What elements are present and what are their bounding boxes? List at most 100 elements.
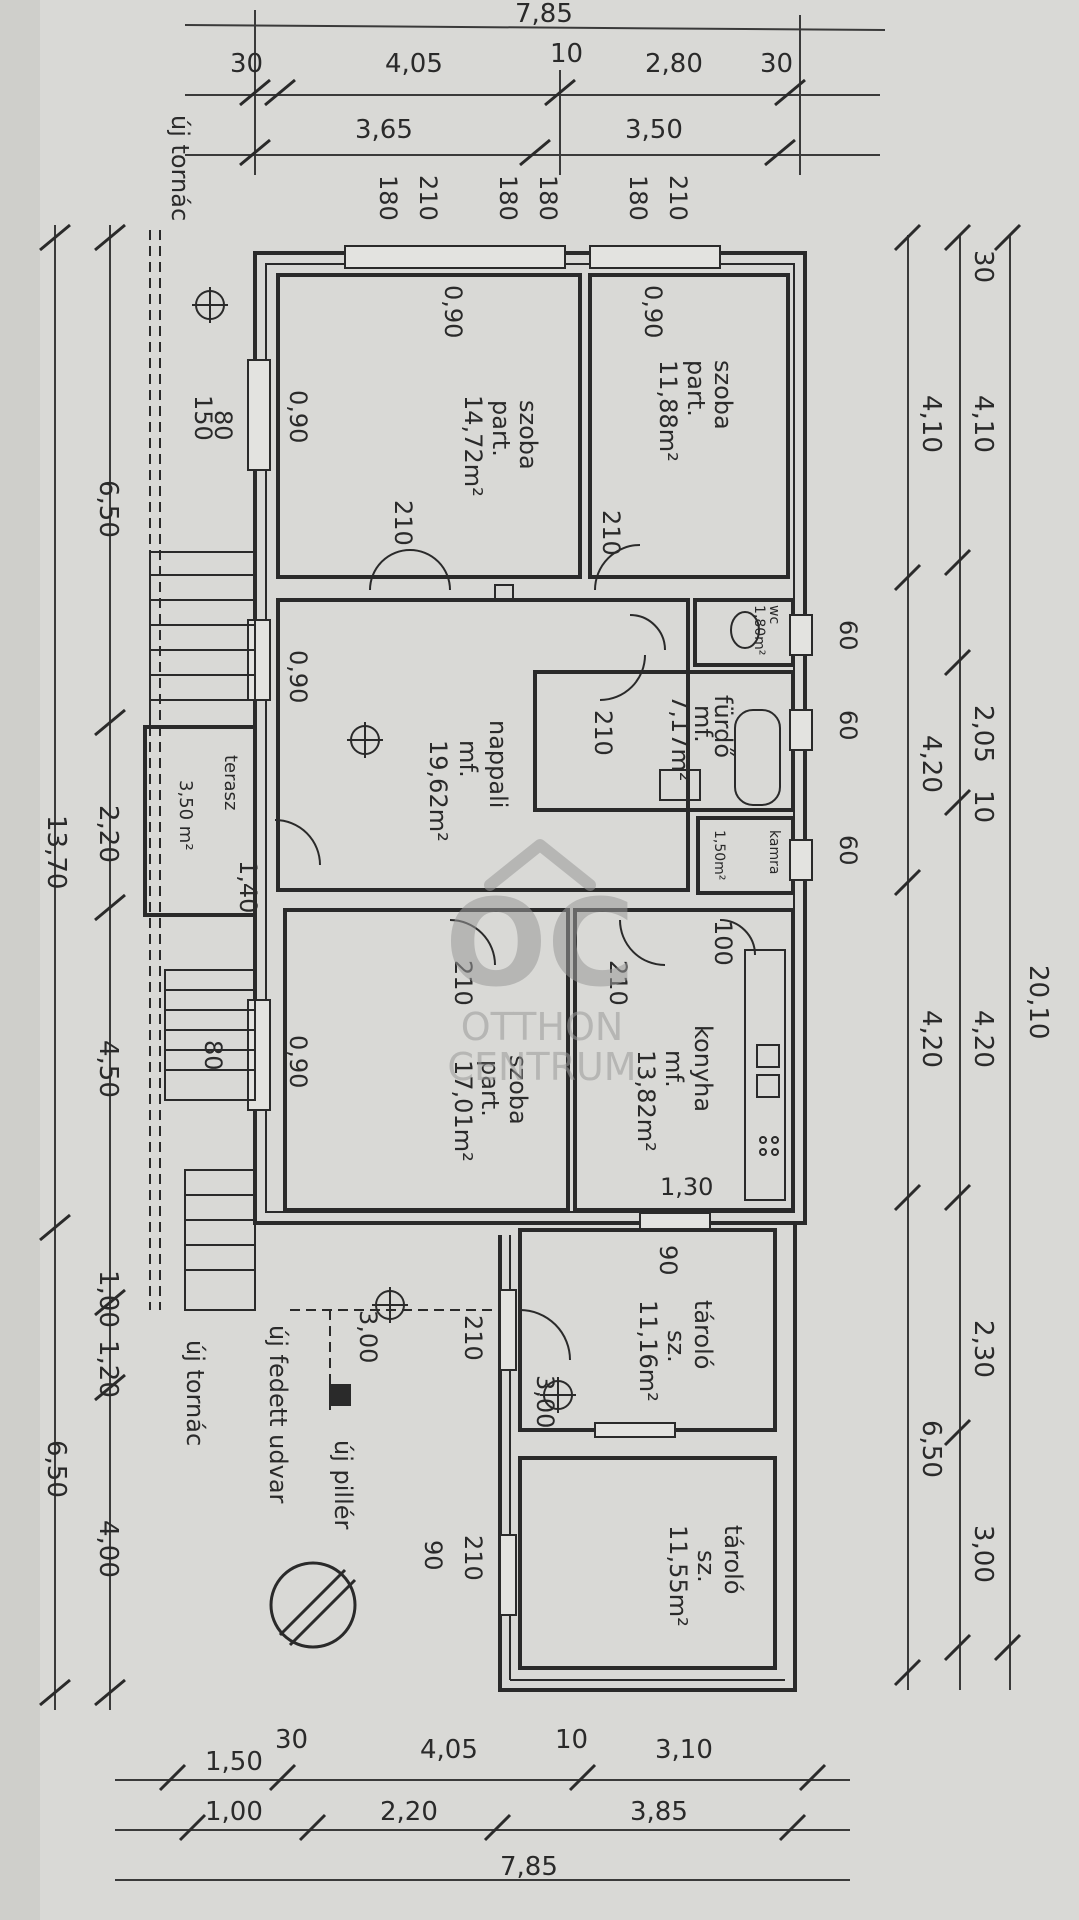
room-labels: szoba part. 14,72m² szoba part. 11,88m² … (175, 360, 782, 1627)
dim-bottom-e: 2,20 (380, 1797, 438, 1827)
room-r3-area: 19,62m² (424, 740, 452, 842)
room-r8-area: 17,01m² (449, 1060, 477, 1162)
dim-left-l2: 2,20 (93, 805, 123, 863)
watermark-line2: CENTRUM (447, 1045, 636, 1089)
dim-top-d4: 3,50 (625, 115, 683, 145)
dim-top-wall-left: 30 (230, 49, 263, 79)
dimension-labels-right: 20,10 4,10 4,10 2,05 4,20 4,20 4,20 2,30… (916, 250, 1053, 1583)
dim-bottom-a: 1,50 (205, 1747, 263, 1777)
dim-bottom-f: 3,85 (630, 1797, 688, 1827)
dim-bottom-b: 4,05 (420, 1735, 478, 1765)
room-r9-floor: mf. (660, 1050, 688, 1088)
room-r4-name: fürdő (709, 695, 737, 758)
dim-right-r2: 2,05 (968, 705, 998, 763)
opening-w7c: 60 (834, 835, 862, 866)
note-n4: új pillér (329, 1440, 357, 1530)
watermark-logo-text: OC (445, 875, 635, 1014)
dim-top-mid: 10 (550, 39, 583, 69)
room-r3-floor: mf. (454, 740, 482, 778)
dim-right-r5: 3,00 (968, 1525, 998, 1583)
dim-top-d2: 2,80 (645, 49, 703, 79)
opening-w11f: 210 (449, 960, 477, 1006)
opening-w11b: 210 (459, 1535, 487, 1581)
opening-w11d: 210 (597, 510, 625, 556)
dim-left-l4: 4,00 (93, 1520, 123, 1578)
windows (247, 245, 813, 1616)
room-r11-floor: sz. (692, 1550, 720, 1583)
room-r8-name: szoba (504, 1055, 532, 1125)
dim-top-overall: 7,85 (515, 0, 573, 29)
dim-right-r3c: 4,20 (916, 1010, 946, 1068)
opening-w1d: 180 (624, 175, 652, 221)
opening-w1b: 180 (494, 175, 522, 221)
room-r3-name: nappali (484, 720, 512, 808)
room-r2-floor: part. (682, 360, 710, 417)
room-r11-name: tároló (719, 1525, 747, 1595)
opening-w11g: 210 (604, 960, 632, 1006)
doors (274, 544, 756, 1361)
watermark-logo: OC OTTHON CENTRUM (445, 839, 637, 1089)
room-r6-name: kamra (766, 830, 782, 874)
room-r4-area: 7,17m² (666, 695, 694, 781)
dim-left-l5: 6,50 (41, 1440, 71, 1498)
dimension-ticks (39, 78, 1022, 1842)
watermark-roof-icon (484, 839, 596, 891)
opening-w4: 150 (189, 395, 217, 441)
opening-w2: 210 (414, 175, 442, 221)
dimension-labels-left: 6,50 2,20 4,50 4,00 6,50 1,00 1,20 13,70 (41, 480, 123, 1578)
light-symbols (192, 287, 576, 1413)
dim-right-r4: 2,30 (968, 1320, 998, 1378)
dimension-labels-bottom: 7,85 1,50 4,05 3,10 1,00 2,20 3,85 30 10 (205, 1725, 713, 1882)
room-r7-area: 3,50 m² (175, 780, 196, 851)
opening-w3c: 0,90 (284, 390, 312, 443)
room-r5-name: wc (766, 605, 782, 624)
opening-w9: 3,00 (354, 1310, 382, 1363)
dim-right-r1: 4,10 (968, 395, 998, 453)
room-r9-area: 13,82m² (632, 1050, 660, 1152)
dim-left-l6: 1,00 (93, 1270, 123, 1328)
room-r2-name: szoba (709, 360, 737, 430)
opening-w1: 180 (374, 175, 402, 221)
dim-right-overall: 20,10 (1023, 965, 1053, 1039)
dim-left-l7: 1,20 (93, 1340, 123, 1398)
room-r2-area: 11,88m² (654, 360, 682, 462)
opening-w6: 100 (709, 920, 737, 966)
dim-top-wall-right: 30 (760, 49, 793, 79)
dim-right-r8: 6,50 (916, 1420, 946, 1478)
opening-w3e: 0,90 (284, 1035, 312, 1088)
room-r10-name: tároló (689, 1300, 717, 1370)
dim-left-l3: 4,50 (93, 1040, 123, 1098)
opening-w12: 90 (654, 1245, 682, 1276)
dim-bottom-d: 1,00 (205, 1797, 263, 1827)
room-r1-floor: part. (487, 400, 515, 457)
room-r6-area: 1,50m² (711, 830, 727, 880)
room-r5-area: 1,80m² (751, 605, 767, 655)
opening-w1c: 180 (534, 175, 562, 221)
opening-w10: 1,30 (660, 1173, 713, 1201)
opening-w11c: 210 (389, 500, 417, 546)
room-r10-area: 11,16m² (634, 1300, 662, 1402)
opening-w7b: 60 (834, 710, 862, 741)
dimension-labels-top: 7,85 4,05 2,80 3,65 3,50 30 30 10 (230, 0, 793, 145)
dim-right-r6: 30 (968, 250, 998, 283)
dim-bottom-c: 3,10 (655, 1735, 713, 1765)
dim-right-r3: 4,20 (916, 735, 946, 793)
dim-top-d1: 4,05 (385, 49, 443, 79)
room-r8-floor: part. (476, 1060, 504, 1117)
note-n3: új fedett udvar (264, 1325, 292, 1504)
room-r1-area: 14,72m² (459, 395, 487, 497)
dim-right-r7: 10 (968, 790, 998, 823)
note-n1: új tornác (166, 115, 194, 221)
dim-left-l1: 6,50 (93, 480, 123, 538)
opening-w3: 0,90 (439, 285, 467, 338)
dim-bottom-g: 30 (275, 1725, 308, 1755)
note-n2: új tornác (181, 1340, 209, 1446)
dim-right-r1b: 4,10 (916, 395, 946, 453)
opening-w9b: 3,00 (531, 1375, 559, 1428)
annotation-notes: új tornác új tornác új fedett udvar új p… (166, 115, 357, 1530)
dim-left-l8: 13,70 (41, 815, 71, 889)
opening-w12b: 90 (419, 1540, 447, 1571)
room-r7-name: terasz (220, 755, 241, 810)
